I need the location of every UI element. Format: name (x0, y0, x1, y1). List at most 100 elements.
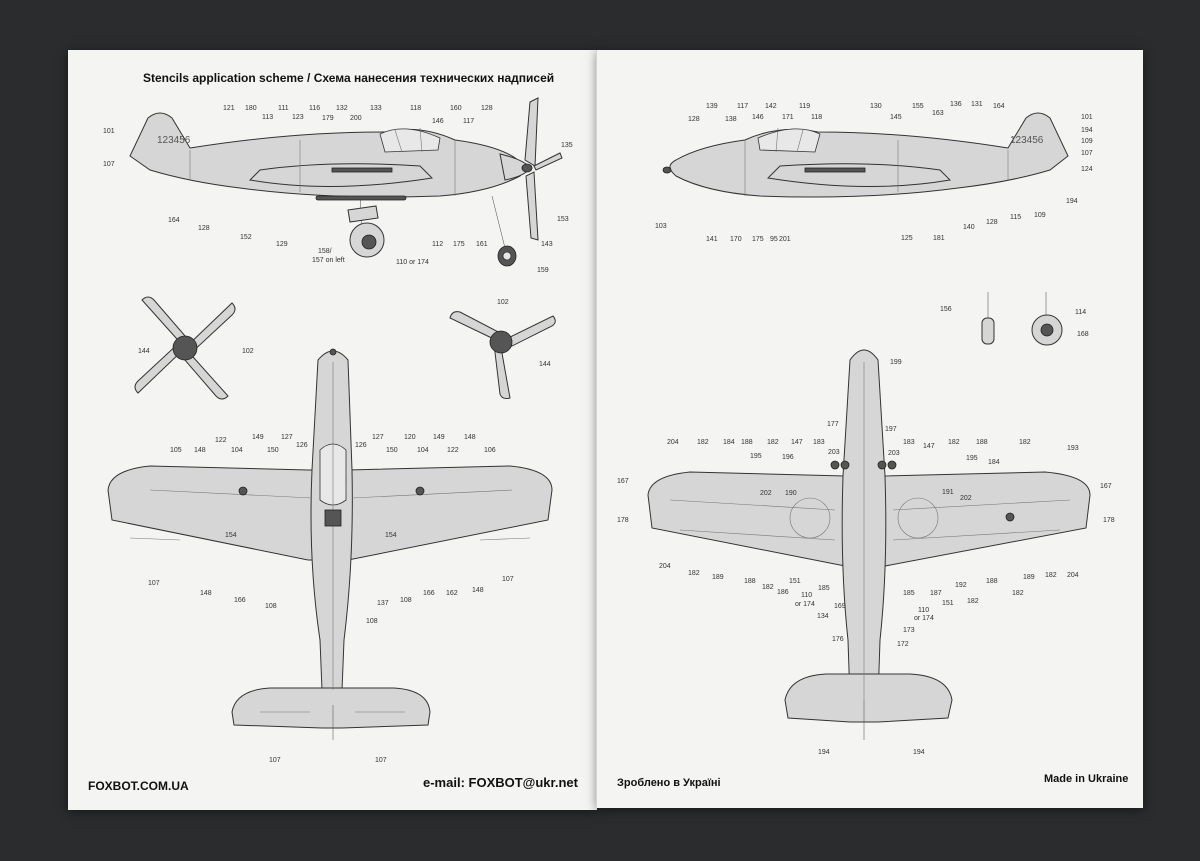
propeller-rear-view (449, 311, 556, 399)
propeller-front-view (134, 296, 236, 400)
callout-label: 112 (432, 241, 444, 248)
callout-label: 164 (993, 103, 1005, 110)
callout-label: 172 (897, 641, 909, 648)
callout-label: 148 (200, 590, 212, 597)
callout-label: 144 (138, 348, 150, 355)
side-view-right (662, 112, 1069, 198)
callout-label: 171 (782, 114, 794, 121)
callout-label: 108 (366, 618, 378, 625)
callout-label: 200 (350, 115, 362, 122)
callout-label: 181 (933, 235, 945, 242)
callout-label: 139 (706, 103, 718, 110)
callout-label: 202 (760, 490, 772, 497)
callout-label: 166 (234, 597, 246, 604)
callout-label: 143 (541, 241, 553, 248)
callout-label: 103 (655, 223, 667, 230)
callout-label: 150 (386, 447, 398, 454)
callout-label: 126 (296, 442, 308, 449)
callout-label: 204 (1067, 572, 1079, 579)
callout-label: 159 (537, 267, 549, 274)
page-title: Stencils application scheme / Схема нане… (143, 71, 555, 85)
callout-label: 152 (240, 234, 252, 241)
callout-label: 122 (215, 437, 227, 444)
callout-label: 168 (1077, 331, 1089, 338)
callout-label: 107 (375, 757, 387, 764)
callout-label: 167 (617, 478, 629, 485)
callout-label: 184 (723, 439, 735, 446)
callout-label: 133 (370, 105, 382, 112)
callout-label: 118 (410, 105, 422, 112)
callout-label: 142 (765, 103, 777, 110)
callout-label: 175 (453, 241, 465, 248)
callout-label: 104 (417, 447, 429, 454)
landing-gear-details (981, 292, 1063, 346)
callout-label: 157 on left (312, 257, 345, 264)
callout-label: 194 (1081, 127, 1093, 134)
website-label: FOXBOT.COM.UA (88, 779, 189, 793)
callout-label: 148 (464, 434, 476, 441)
callout-label: 184 (988, 459, 1000, 466)
callout-label: 188 (744, 578, 756, 585)
callout-label: 107 (1081, 150, 1093, 157)
callout-label: 188 (741, 439, 753, 446)
callout-label: 182 (967, 598, 979, 605)
callout-label: 204 (667, 439, 679, 446)
callout-label: 154 (225, 532, 237, 539)
callout-label: 192 (955, 582, 967, 589)
callout-label: 182 (948, 439, 960, 446)
callout-label: 189 (712, 574, 724, 581)
callout-label: 182 (1019, 439, 1031, 446)
callout-label: 202 (960, 495, 972, 502)
callout-label: 115 (1010, 214, 1022, 221)
callout-label: 110 or 174 (396, 259, 429, 266)
callout-label: 128 (481, 105, 493, 112)
callout-label: 183 (903, 439, 915, 446)
callout-label: 122 (447, 447, 459, 454)
callout-label: 170 (730, 236, 742, 243)
callout-label: 107 (269, 757, 281, 764)
callout-label: 119 (799, 103, 811, 110)
callout-label: 178 (1103, 517, 1115, 524)
callout-label: 148 (194, 447, 206, 454)
callout-label: 140 (963, 224, 975, 231)
callout-label: 164 (168, 217, 180, 224)
callout-label: 162 (446, 590, 458, 597)
callout-label: 153 (557, 216, 569, 223)
callout-label: 101 (103, 128, 115, 135)
callout-label: 128 (198, 225, 210, 232)
callout-label: 145 (890, 114, 902, 121)
callout-label: 154 (385, 532, 397, 539)
callout-label: 111 (278, 105, 289, 112)
callout-label: 169 (834, 603, 846, 610)
callout-label: 156 (940, 306, 952, 313)
callout-label: 129 (276, 241, 288, 248)
made-in-ukraine-en: Made in Ukraine (1044, 773, 1129, 785)
email-label: e-mail: FOXBOT@ukr.net (423, 775, 578, 790)
callout-label: 182 (1045, 572, 1057, 579)
callout-label: 126 (355, 442, 367, 449)
callout-label: 166 (423, 590, 435, 597)
callout-label: 182 (688, 570, 700, 577)
callout-label: 102 (242, 348, 254, 355)
callout-label: 146 (432, 118, 444, 125)
callout-label: 204 (659, 563, 671, 570)
callout-label: 116 (309, 105, 321, 112)
callout-label: 134 (817, 613, 829, 620)
callout-label: 101 (1081, 114, 1093, 121)
callout-label: 135 (561, 142, 573, 149)
callout-label: 185 (903, 590, 915, 597)
callout-label: 176 (832, 636, 844, 643)
callout-label: 108 (265, 603, 277, 610)
callout-label: 155 (912, 103, 924, 110)
callout-label: 161 (476, 241, 488, 248)
callout-label: 141 (706, 236, 718, 243)
callout-label: 163 (932, 110, 944, 117)
callout-label: 132 (336, 105, 348, 112)
callout-label: 197 (885, 426, 897, 433)
callout-label: 188 (986, 578, 998, 585)
callout-label: 95 (770, 236, 778, 243)
callout-label: or 174 (914, 615, 934, 622)
callout-label: 107 (103, 161, 115, 168)
